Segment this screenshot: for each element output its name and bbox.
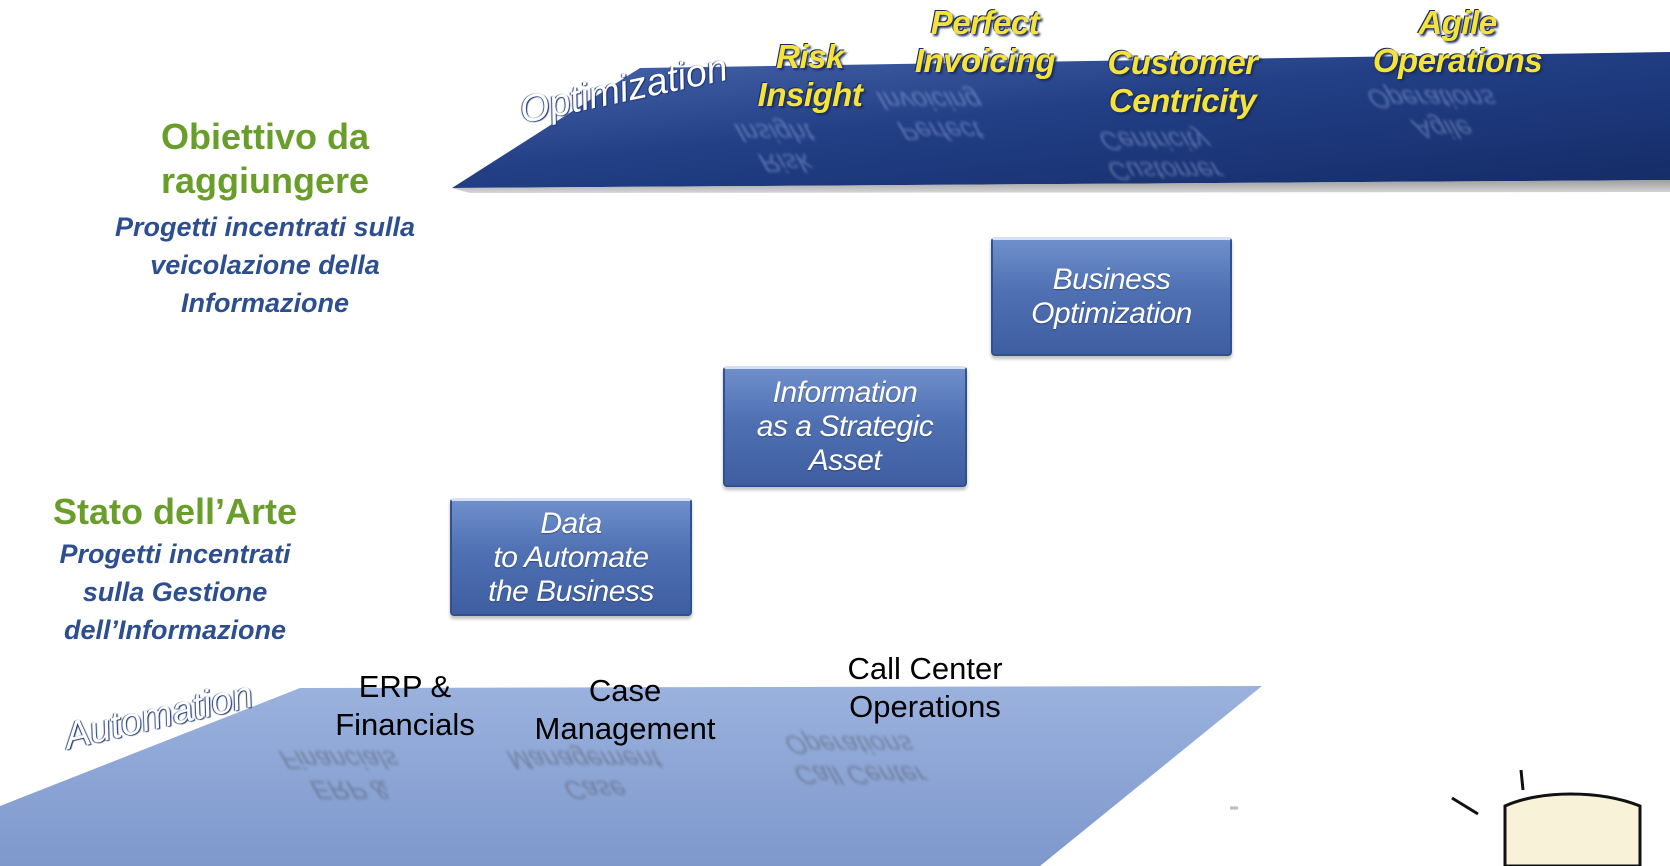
bottom-item-case-management: Case Management	[534, 673, 716, 746]
optimization-plane	[452, 52, 1670, 188]
top-item-risk-insight: Risk Insight	[757, 38, 863, 113]
bottom-item-reflection: Call Center Operations	[780, 730, 931, 790]
top-item-reflection: Agile Operations	[1362, 84, 1502, 144]
optimization-plane-edge	[452, 180, 1670, 193]
lightbulb-sketch-icon	[1230, 769, 1642, 866]
top-item-customer-centricity: Customer Centricity	[1107, 44, 1258, 119]
bottom-item-call-center-operations: Call Center Operations	[847, 651, 1003, 724]
goal-title: Obiettivo da raggiungere	[160, 116, 370, 201]
bottom-item-reflection: Case Management	[503, 745, 666, 805]
step-label: Information as a Strategic Asset	[756, 376, 934, 477]
bottom-item-erp-financials: ERP & Financials	[335, 669, 475, 742]
state-subtitle: Progetti incentrati sulla Gestione dell’…	[59, 539, 291, 645]
goal-subtitle: Progetti incentrati sulla veicolazione d…	[114, 212, 416, 318]
step-label: Data to Automate the Business	[488, 506, 654, 608]
state-title: Stato dell’Arte	[52, 491, 298, 532]
step-information-asset: Information as a Strategic Asset	[723, 366, 967, 487]
top-item-reflection: Perfect Invoicing	[872, 86, 988, 146]
top-item-agile-operations: Agile Operations	[1372, 4, 1543, 79]
step-business-optimization: Business Optimization	[991, 237, 1232, 356]
top-item-reflection: Risk Insight	[730, 118, 819, 178]
bottom-item-reflection: ERP & Financials	[275, 745, 404, 805]
top-item-perfect-invoicing: Perfect Invoicing	[914, 4, 1056, 79]
automation-plane	[0, 686, 1262, 866]
step-data-to-automate: Data to Automate the Business	[450, 498, 692, 616]
top-item-reflection: Customer Centricity	[1094, 126, 1228, 186]
step-label: Business Optimization	[1031, 263, 1192, 330]
